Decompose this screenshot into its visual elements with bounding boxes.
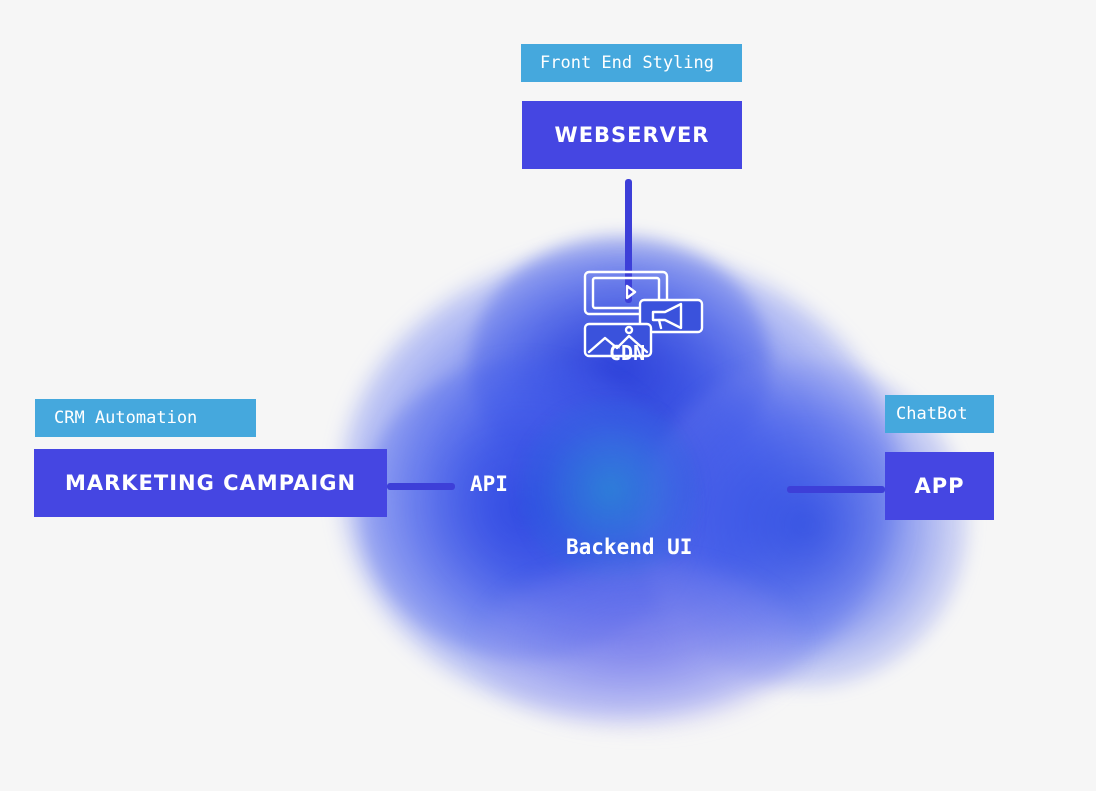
marketing-api-connector bbox=[387, 483, 455, 490]
api-label: API bbox=[470, 472, 508, 496]
media-cdn-icon bbox=[583, 270, 704, 358]
webserver-cdn-connector bbox=[625, 179, 632, 303]
front-end-styling-tag: Front End Styling bbox=[521, 44, 742, 82]
cloud-blob bbox=[480, 560, 800, 730]
crm-automation-tag: CRM Automation bbox=[35, 399, 256, 437]
webserver-box[interactable]: WEBSERVER bbox=[522, 101, 742, 169]
app-connector bbox=[787, 486, 885, 493]
backend-ui-label: Backend UI bbox=[566, 535, 693, 559]
chatbot-tag: ChatBot bbox=[885, 395, 994, 433]
cdn-label: CDN bbox=[609, 341, 646, 365]
marketing-campaign-box[interactable]: MARKETING CAMPAIGN bbox=[34, 449, 387, 517]
cloud-blob bbox=[360, 360, 690, 660]
app-box[interactable]: APP bbox=[885, 452, 994, 520]
